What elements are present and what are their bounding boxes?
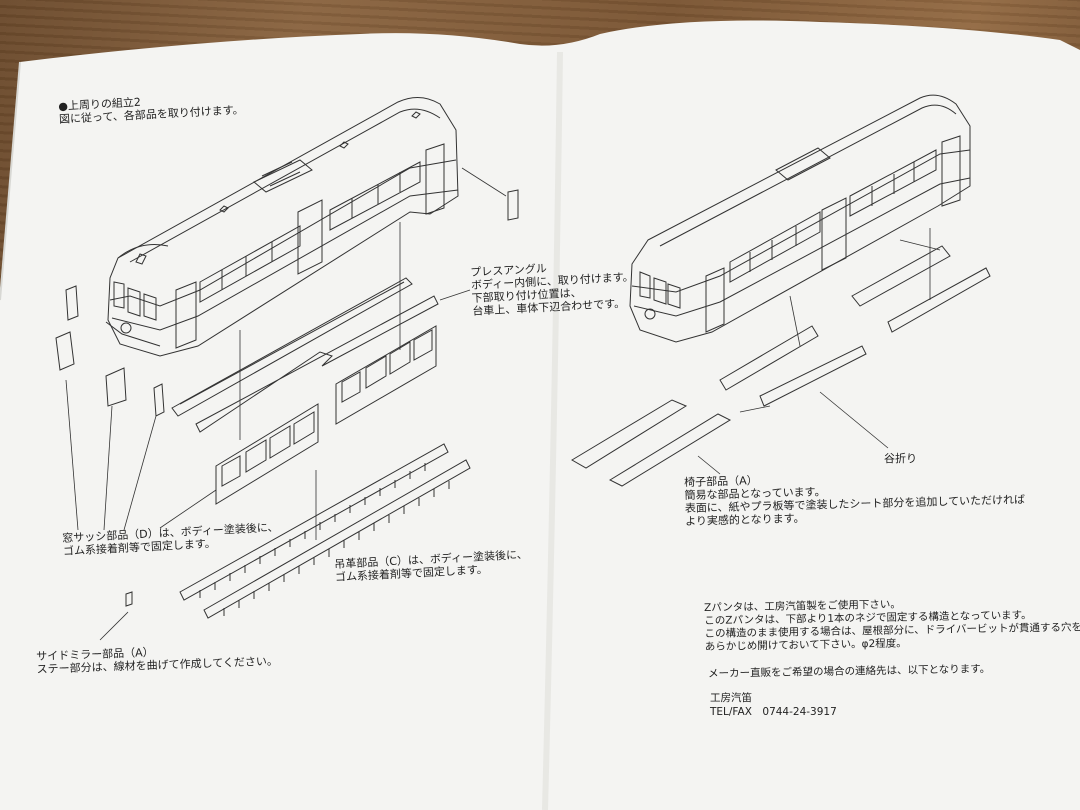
company-name: 工房汽笛 — [710, 692, 752, 704]
right-tram-body — [629, 94, 971, 343]
press-angle-note: プレスアングル ボディー内側に、取り付けます。 下部取り付け位置は、 台車上、車… — [470, 257, 635, 318]
left-tram-body — [105, 97, 459, 357]
left-leader-lines — [65, 167, 507, 641]
valley-fold-label: 谷折り — [884, 452, 917, 465]
seat-note: 椅子部品（A） 簡易な部品となっています。 表面に、紙やプラ板等で塗装したシート… — [684, 467, 1026, 528]
pantograph-note: Zパンタは、工房汽笛製をご使用下さい。 このZパンタは、下部より1本のネジで固定… — [704, 595, 1080, 654]
contact-phone: TEL/FAX 0744-24-3917 — [710, 706, 837, 718]
strap-parts — [179, 443, 471, 619]
left-small-parts — [55, 189, 519, 607]
paper-sheet — [0, 20, 1080, 810]
seat-parts — [571, 245, 991, 487]
paper-shadow-left — [0, 61, 21, 301]
right-leader-lines — [697, 228, 941, 475]
press-angle-parts — [171, 277, 439, 433]
paper-center-fold — [542, 51, 563, 810]
window-sash-parts — [215, 325, 437, 505]
